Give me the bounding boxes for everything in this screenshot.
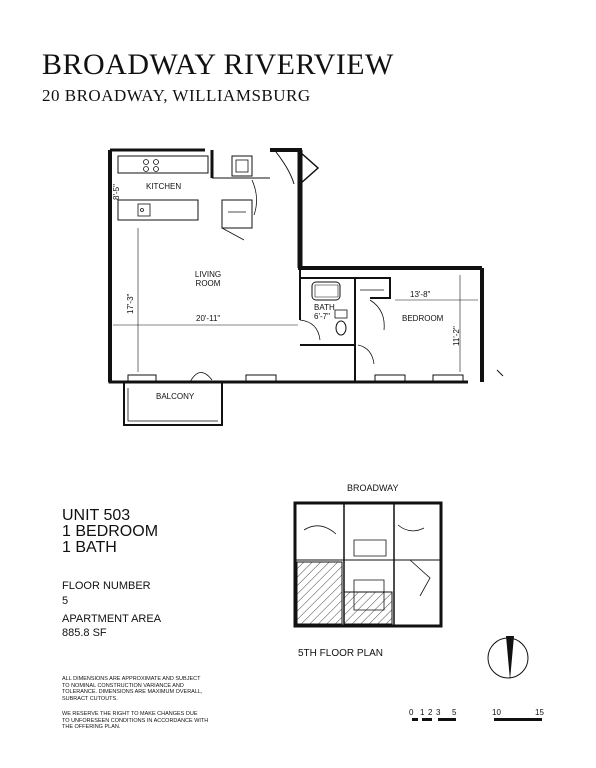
scale-bar — [412, 718, 542, 721]
disclaimer-line: SUBRACT CUTOUTS. — [62, 695, 118, 702]
balcony-label: BALCONY — [156, 392, 195, 401]
scale-tick-15: 15 — [535, 708, 544, 717]
bath-label: BATH — [314, 303, 335, 312]
apartment-area-label: APARTMENT AREA — [62, 613, 162, 625]
bedroom-depth: 11'-2" — [452, 326, 461, 346]
street-label: BROADWAY — [347, 483, 399, 493]
scale-tick-2: 2 — [428, 708, 433, 717]
apartment-area-value: 885.8 SF — [62, 627, 107, 639]
living-room-depth: 17'-3" — [126, 293, 135, 314]
north-arrow-icon — [487, 636, 529, 680]
floor-number-label: FLOOR NUMBER — [62, 580, 151, 592]
scale-tick-10: 10 — [492, 708, 501, 717]
unit-number: UNIT 503 — [62, 507, 131, 524]
disclaimer-line: TO NOMINAL CONSTRUCTION VARIANCE AND — [62, 682, 184, 689]
bedroom-width: 13'-8" — [410, 290, 431, 299]
disclaimer-line: THE OFFERING PLAN. — [62, 724, 121, 730]
floor-number-value: 5 — [62, 595, 69, 607]
disclaimer-line: WE RESERVE THE RIGHT TO MAKE CHANGES DUE — [62, 711, 198, 717]
bedroom-label: BEDROOM — [402, 314, 444, 323]
living-room-label-line1: LIVING — [194, 270, 222, 279]
scale-tick-1: 1 — [420, 708, 425, 717]
disclaimer-line: TOLERANCE. DIMENSIONS ARE MAXIMUM OVERAL… — [62, 689, 203, 695]
unit-summary: UNIT 503 1 BEDROOM 1 BATH — [62, 508, 158, 556]
scale-tick-3: 3 — [436, 708, 441, 717]
disclaimer-line: ALL DIMENSIONS ARE APPROXIMATE AND SUBJE… — [62, 676, 201, 682]
kitchen-label: KITCHEN — [146, 182, 182, 191]
bath-dimension: 6'-7" — [314, 312, 330, 321]
disclaimer-dimensions: ALL DIMENSIONS ARE APPROXIMATE AND SUBJE… — [62, 676, 232, 702]
building-address: 20 BROADWAY, WILLIAMSBURG — [42, 86, 311, 105]
living-room-label: LIVING ROOM — [188, 270, 228, 288]
living-room-width: 20'-11" — [196, 314, 221, 323]
disclaimer-line: TO UNFORESEEN CONDITIONS IN ACCORDANCE W… — [62, 717, 209, 724]
bath-count: 1 BATH — [62, 539, 117, 556]
kitchen-dimension: 8'-5" — [112, 184, 121, 200]
disclaimer-changes: WE RESERVE THE RIGHT TO MAKE CHANGES DUE… — [62, 711, 232, 731]
living-room-label-line2: ROOM — [195, 279, 221, 288]
key-plan-caption: 5TH FLOOR PLAN — [298, 648, 384, 659]
building-title: BROADWAY RIVERVIEW — [42, 48, 394, 81]
scale-tick-5: 5 — [452, 708, 457, 717]
bedroom-count: 1 BEDROOM — [62, 523, 159, 540]
scale-tick-0: 0 — [409, 708, 414, 717]
